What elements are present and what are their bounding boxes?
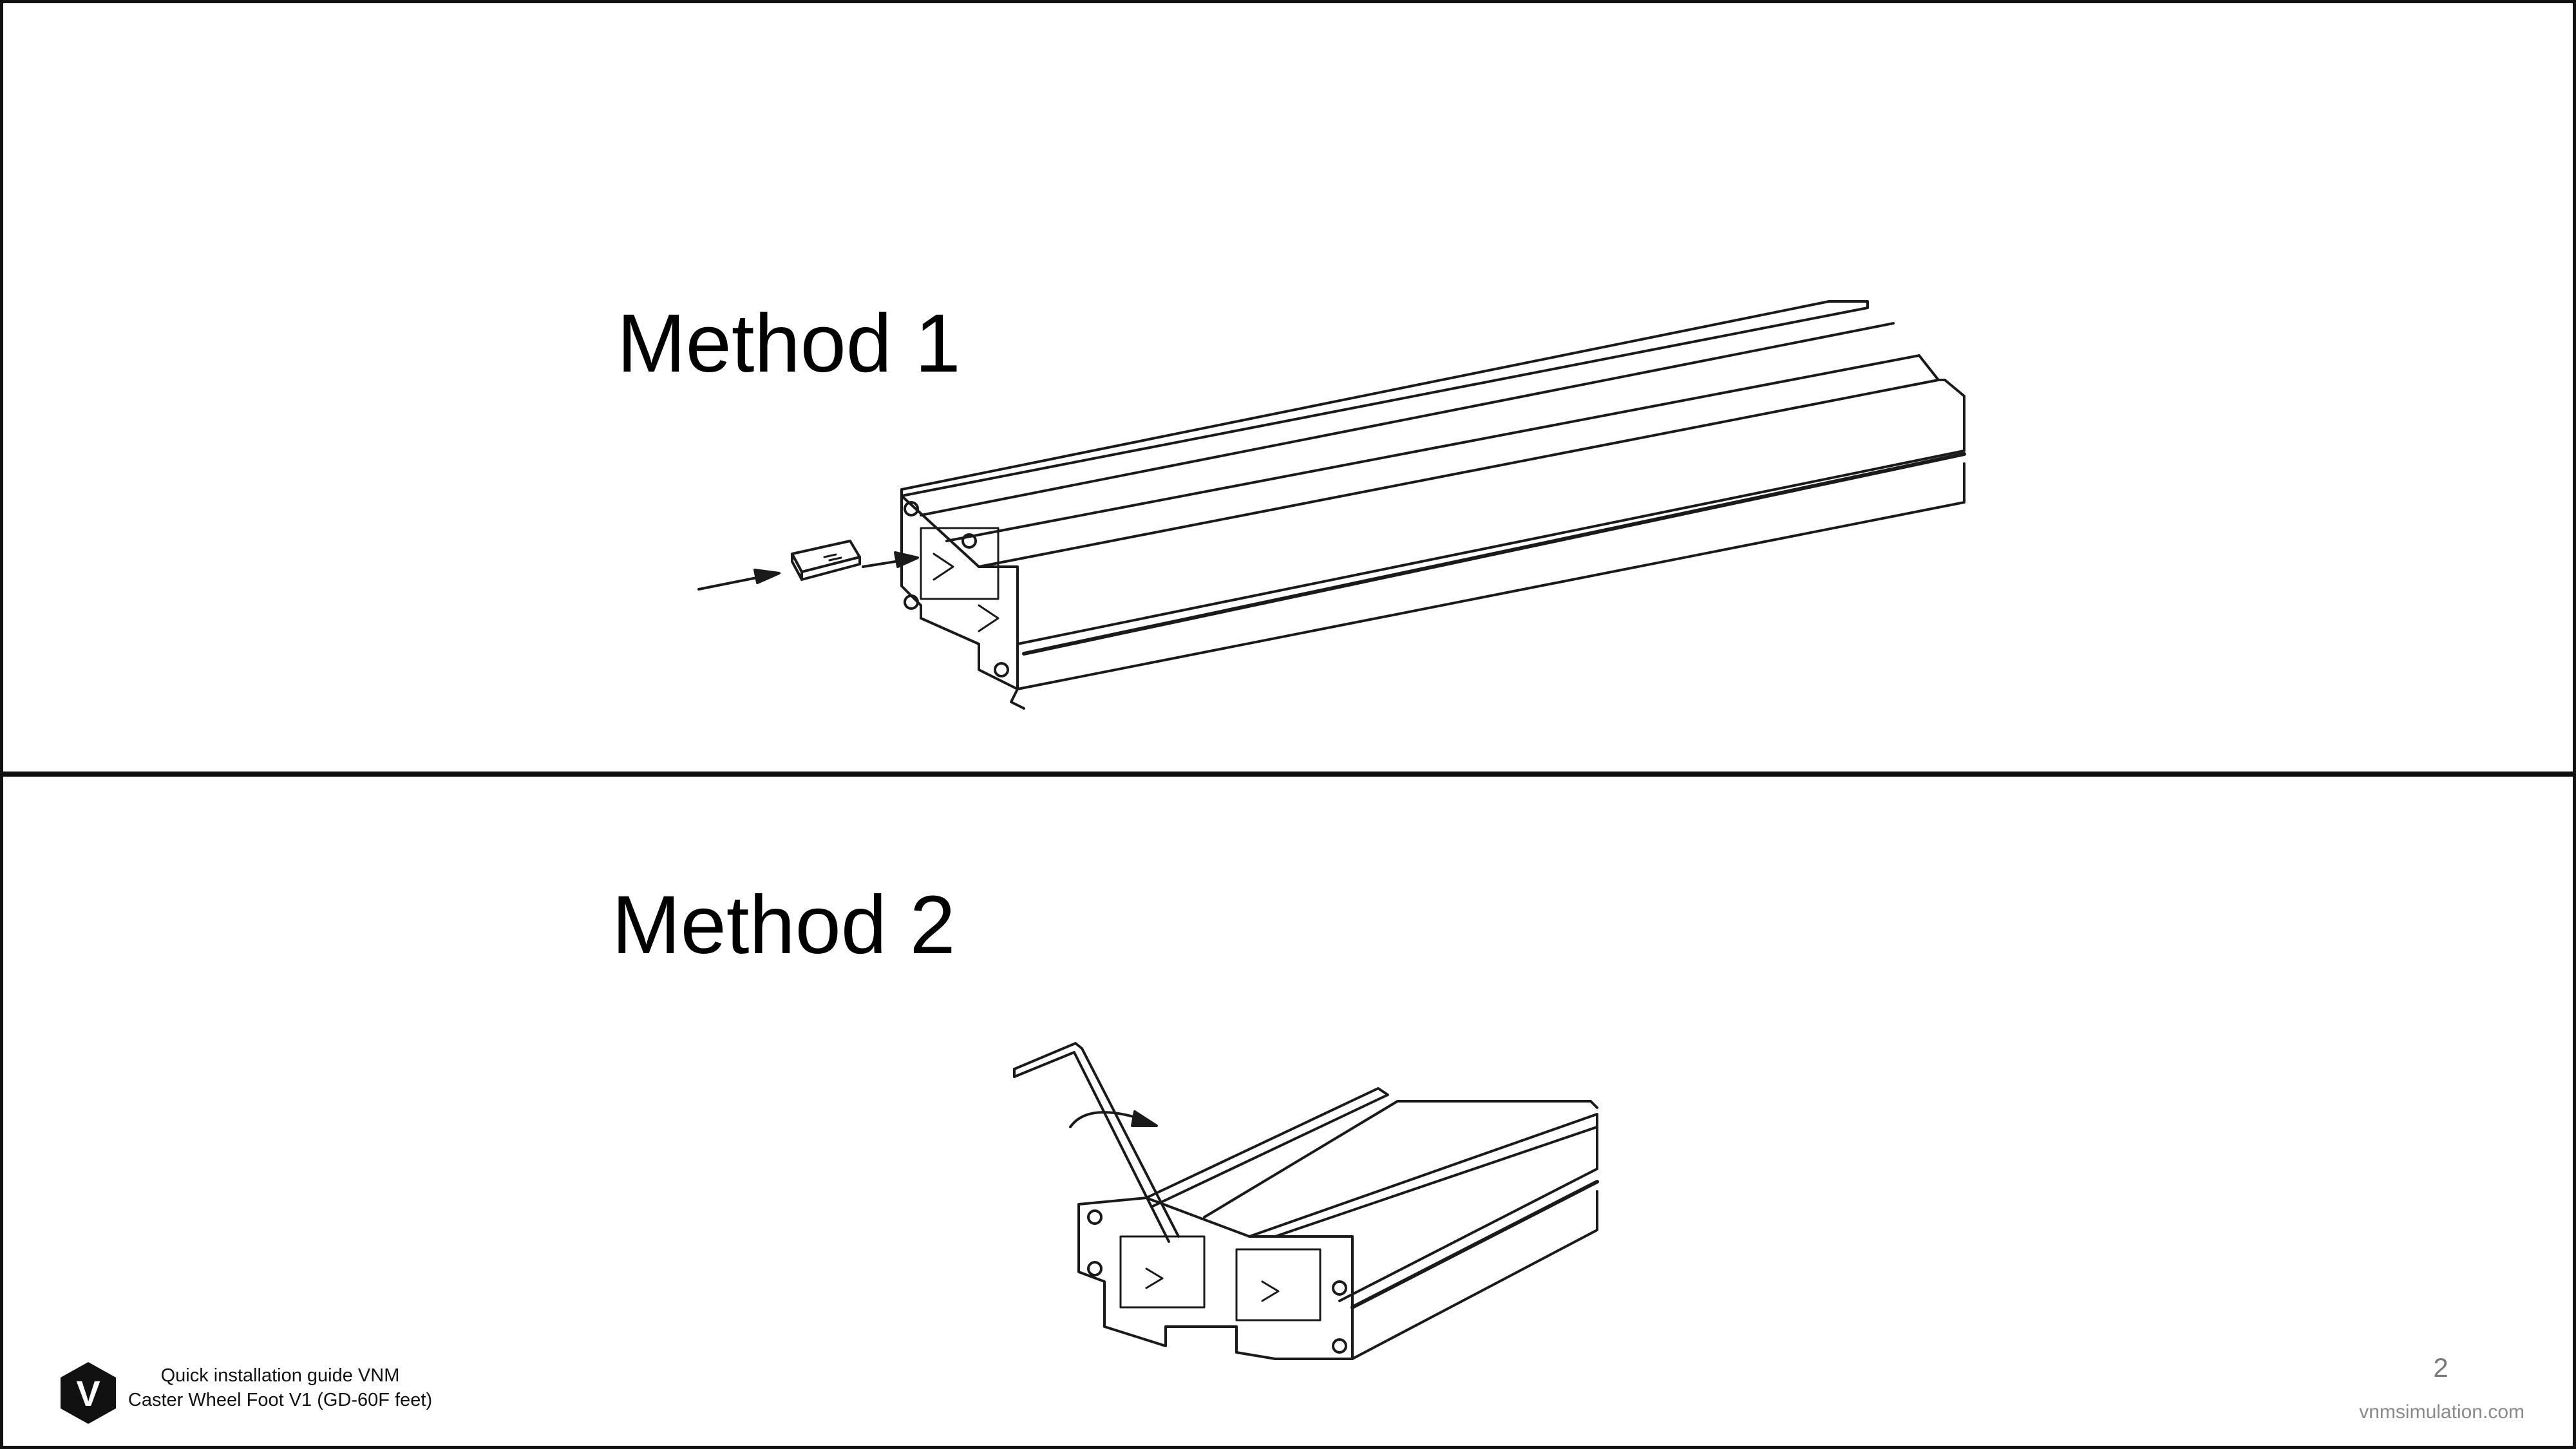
page-number: 2 (2433, 1352, 2448, 1383)
profile-top-groove-1 (900, 307, 1869, 497)
profile-slide-in-nut-icon (697, 300, 1966, 710)
website-text: vnmsimulation.com (2359, 1401, 2524, 1423)
profile-top-groove-2 (920, 322, 1895, 516)
profile2-end-core-1 (1119, 1235, 1206, 1309)
profile2-bottom-edge (1351, 1190, 1598, 1360)
profile2-end-hole-2 (1087, 1261, 1103, 1276)
profile-bottom-corner (1010, 688, 1025, 710)
insert-arrow-head-2 (894, 551, 919, 568)
slide-in-nut-side (791, 553, 861, 581)
profile-top-rim (978, 379, 1965, 568)
profile2-top-groove-1 (1145, 1087, 1389, 1208)
profile-corner-edge (1918, 354, 1940, 381)
profile-top-edge (900, 300, 1869, 497)
vnm-logo-icon: V (61, 1362, 116, 1424)
profile2-top-groove-3 (1274, 1126, 1598, 1238)
profile-top-groove-3 (945, 354, 1920, 542)
profile-end-hole-3 (994, 662, 1009, 677)
profile-hex-key-icon (1013, 1042, 1599, 1360)
profile2-top-rim (1248, 1113, 1598, 1238)
hex-key-long-arm-inner (1013, 1051, 1170, 1243)
profile-end-slots (933, 553, 999, 632)
method-2-heading: Method 2 (612, 879, 956, 971)
profile-end-face (900, 495, 1019, 690)
profile-end-core (920, 527, 999, 600)
profile2-end-slots (1145, 1267, 1280, 1302)
profile-side-slot-dark (1022, 452, 1966, 656)
footer-caption: Quick installation guide VNM Caster Whee… (119, 1363, 441, 1412)
profile2-top-groove-2 (1203, 1100, 1598, 1218)
method-1-heading: Method 1 (617, 298, 961, 390)
profile2-side-slot-dark (1350, 1180, 1599, 1309)
profile2-end-hole-1 (1087, 1209, 1103, 1225)
profile2-end-hole-4 (1332, 1338, 1347, 1354)
profile-bottom-edge (1016, 462, 1965, 690)
logo-letter: V (76, 1373, 100, 1414)
profile2-end-core-2 (1235, 1248, 1321, 1321)
section-divider (0, 772, 2576, 777)
profile2-end-face (1077, 1197, 1354, 1360)
profile-end-hole-1 (904, 501, 919, 516)
insert-arrow-head-1 (753, 569, 781, 584)
rotation-arrow-head (1131, 1110, 1158, 1127)
slide-in-nut-thread (823, 553, 842, 562)
profile2-side-groove-1 (1338, 1168, 1598, 1302)
profile-end-hole-4 (961, 533, 977, 549)
hex-key-long-arm (1013, 1042, 1180, 1238)
footer-caption-line-2: Caster Wheel Foot V1 (GD-60F feet) (128, 1390, 433, 1410)
profile-end-hole-2 (904, 594, 919, 610)
profile-side-groove-upper (1016, 430, 1965, 645)
profile2-end-hole-3 (1332, 1280, 1347, 1296)
footer-caption-line-1: Quick installation guide VNM (160, 1365, 400, 1386)
